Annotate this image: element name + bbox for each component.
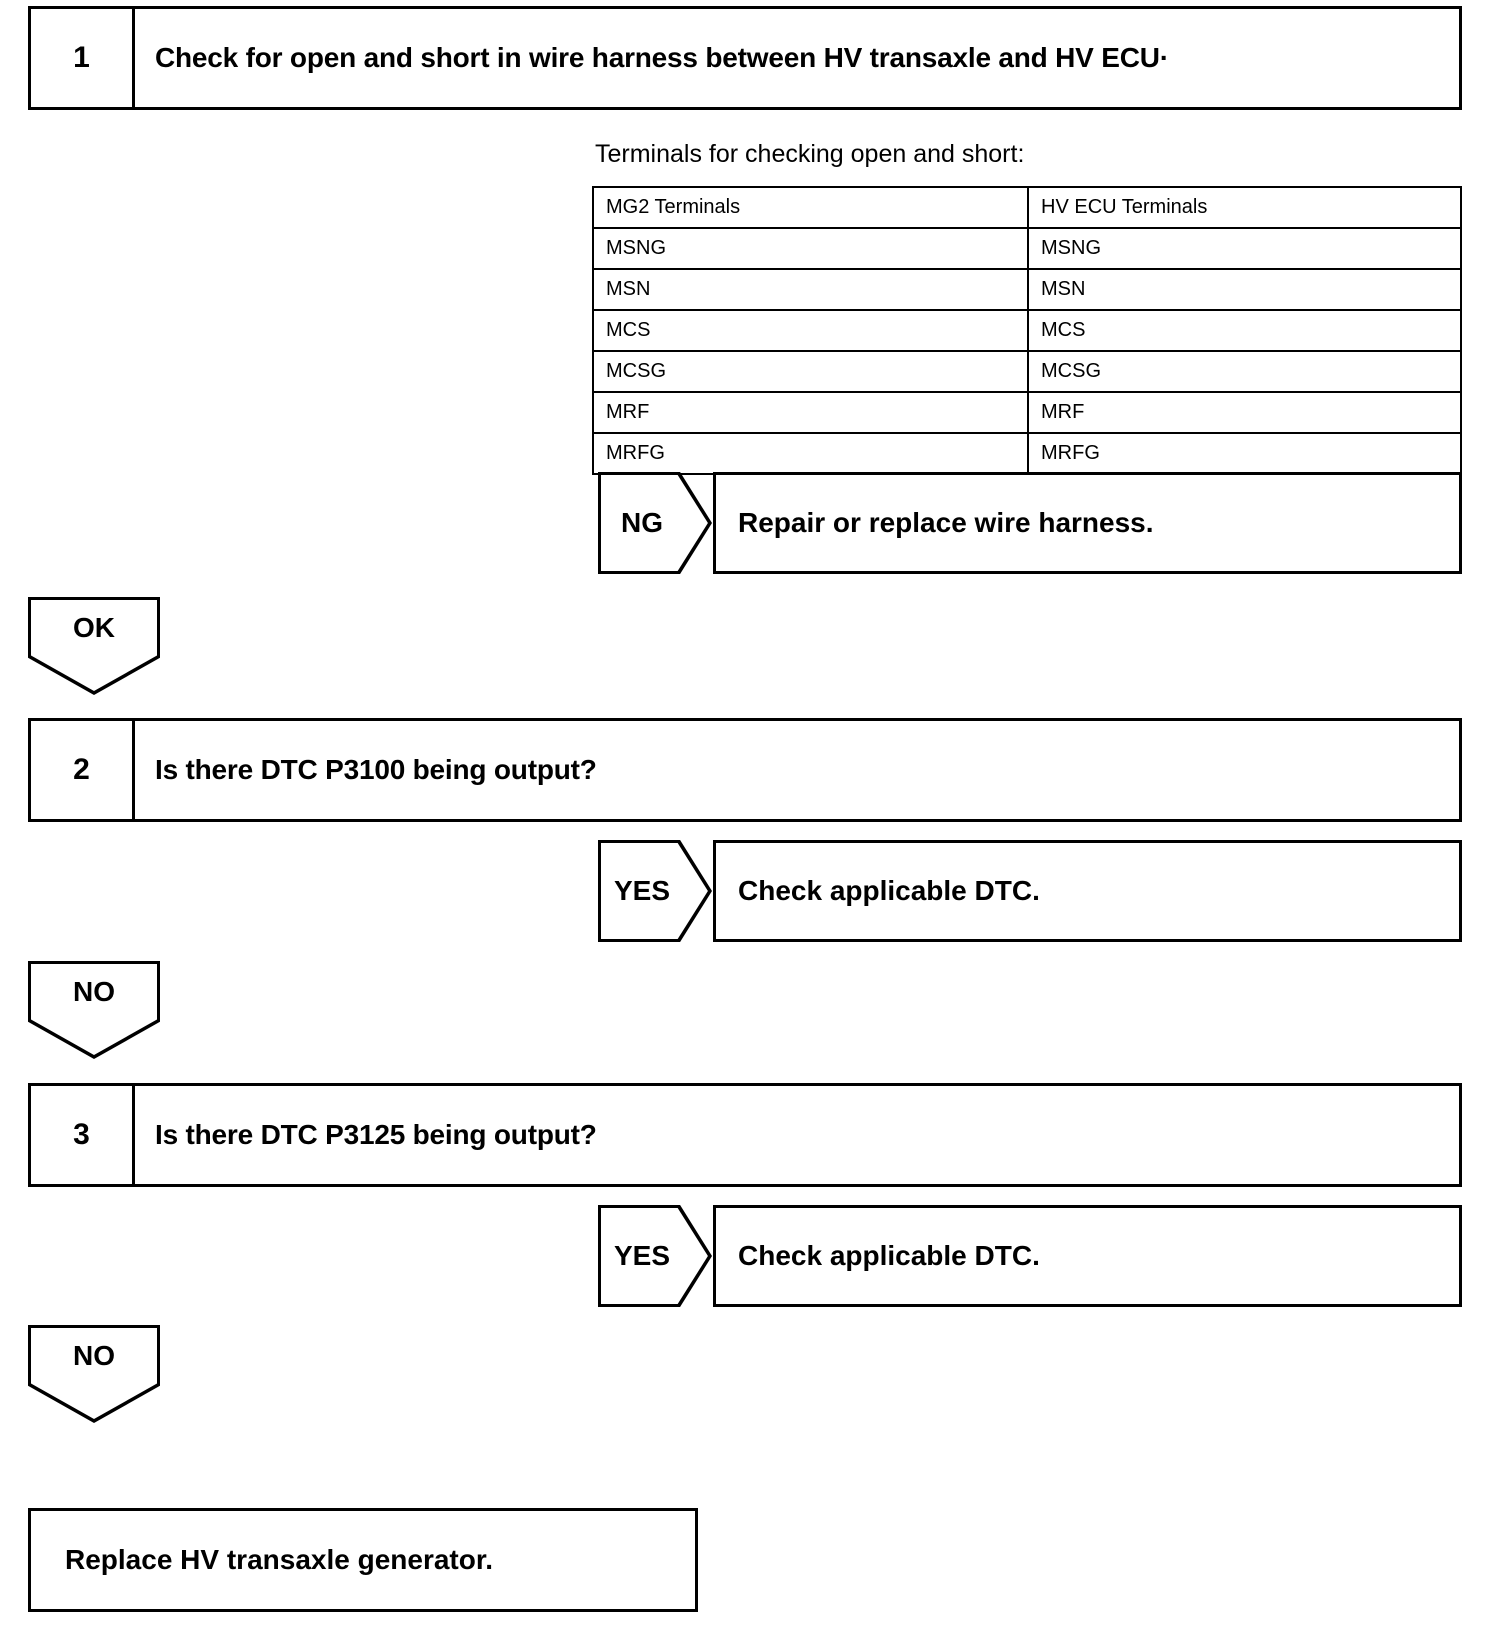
table-row: MCSG MCSG (591, 350, 1462, 393)
connector-ok: OK (28, 597, 160, 695)
result-action-yes: Check applicable DTC. (713, 1205, 1462, 1307)
table-cell-hvecu: MCSG (1027, 350, 1462, 393)
step-box-1: 1 Check for open and short in wire harne… (28, 6, 1462, 110)
table-cell-mg2: MSNG (591, 227, 1030, 270)
table-header-mg2: MG2 Terminals (591, 186, 1030, 229)
table-row: MCS MCS (591, 309, 1462, 352)
terminals-caption: Terminals for checking open and short: (595, 140, 1025, 168)
result-action-yes: Check applicable DTC. (713, 840, 1462, 942)
table-header-hvecu: HV ECU Terminals (1027, 186, 1462, 229)
step-number-2: 2 (31, 721, 135, 819)
result-row-ng: NG Repair or replace wire harness. (598, 472, 1462, 574)
table-cell-hvecu: MSNG (1027, 227, 1462, 270)
step-number-1: 1 (31, 9, 135, 107)
connector-label-no: NO (73, 976, 115, 1007)
result-tag-yes: YES (613, 875, 671, 906)
result-tag-yes: YES (613, 1240, 671, 1271)
table-row: MRFG MRFG (591, 432, 1462, 475)
step-title-2: Is there DTC P3100 being output? (155, 754, 597, 785)
connector-label-ok: OK (73, 612, 115, 643)
connector-no-1: NO (28, 961, 160, 1059)
connector-label-no: NO (73, 1340, 115, 1371)
table-cell-mg2: MRF (591, 391, 1030, 434)
table-cell-mg2: MCS (591, 309, 1030, 352)
step-title-3: Is there DTC P3125 being output? (155, 1119, 597, 1150)
table-cell-hvecu: MRFG (1027, 432, 1462, 475)
table-cell-hvecu: MSN (1027, 268, 1462, 311)
step-box-2: 2 Is there DTC P3100 being output? (28, 718, 1462, 822)
table-cell-hvecu: MRF (1027, 391, 1462, 434)
table-row: MSN MSN (591, 268, 1462, 311)
result-row-yes-2: YES Check applicable DTC. (598, 1205, 1462, 1307)
connector-no-2: NO (28, 1325, 160, 1423)
table-cell-mg2: MSN (591, 268, 1030, 311)
result-row-yes-1: YES Check applicable DTC. (598, 840, 1462, 942)
step-title-1: Check for open and short in wire harness… (155, 42, 1169, 73)
table-header-row: MG2 Terminals HV ECU Terminals (591, 186, 1462, 229)
table-row: MRF MRF (591, 391, 1462, 434)
step-number-3: 3 (31, 1086, 135, 1184)
result-action-ng: Repair or replace wire harness. (713, 472, 1462, 574)
final-action-box: Replace HV transaxle generator. (28, 1508, 698, 1612)
result-tag-ng: NG (621, 507, 663, 538)
table-cell-mg2: MRFG (591, 432, 1030, 475)
terminals-table: MG2 Terminals HV ECU Terminals MSNG MSNG… (591, 186, 1462, 475)
table-cell-hvecu: MCS (1027, 309, 1462, 352)
step-box-3: 3 Is there DTC P3125 being output? (28, 1083, 1462, 1187)
table-cell-mg2: MCSG (591, 350, 1030, 393)
table-row: MSNG MSNG (591, 227, 1462, 270)
